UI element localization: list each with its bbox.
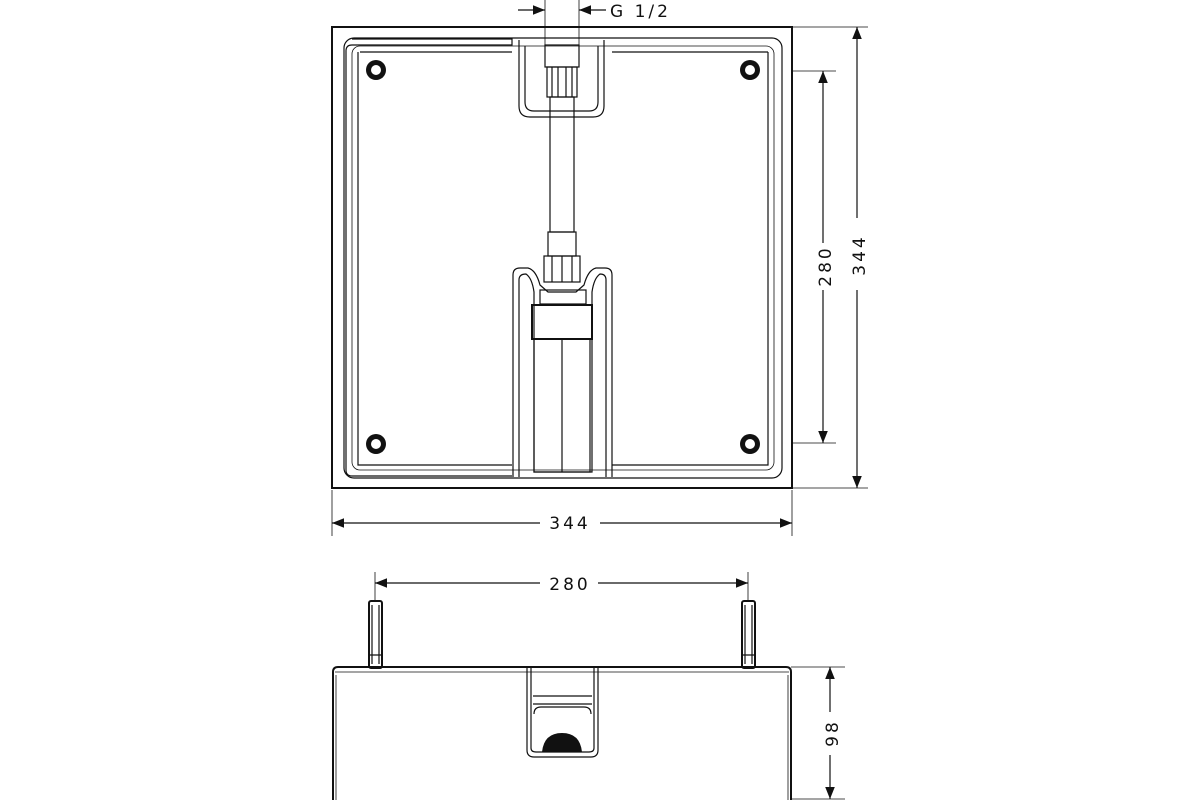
- side-inlet-notch: [526, 668, 599, 758]
- dimension-anchor-spacing: 280: [374, 572, 749, 600]
- top-view: [331, 26, 793, 489]
- dimension-height: 344: [792, 26, 870, 489]
- mounting-holes: [366, 60, 760, 454]
- thread-size-label: G 1/2: [610, 2, 671, 22]
- anchor-spacing-label: 280: [549, 575, 590, 595]
- side-view: [332, 600, 792, 800]
- inlet-notch: [518, 40, 605, 118]
- dimension-depth: 98: [791, 666, 845, 800]
- hose-assembly: [543, 44, 581, 283]
- housing-outline: [331, 26, 793, 489]
- width-label: 344: [549, 514, 590, 534]
- wall-anchor-left: [368, 600, 383, 669]
- hole-spacing-label: 280: [816, 245, 836, 286]
- valve-block: [531, 304, 593, 340]
- height-label: 344: [850, 234, 870, 275]
- wall-anchor-right: [741, 600, 756, 669]
- depth-label: 98: [823, 719, 843, 747]
- dimension-hole-spacing-vertical: 280: [792, 70, 836, 444]
- valve-channel: [512, 267, 613, 477]
- dimension-thread: G 1/2: [518, 0, 671, 46]
- inner-frame: [343, 37, 783, 479]
- dimension-width: 344: [331, 490, 793, 536]
